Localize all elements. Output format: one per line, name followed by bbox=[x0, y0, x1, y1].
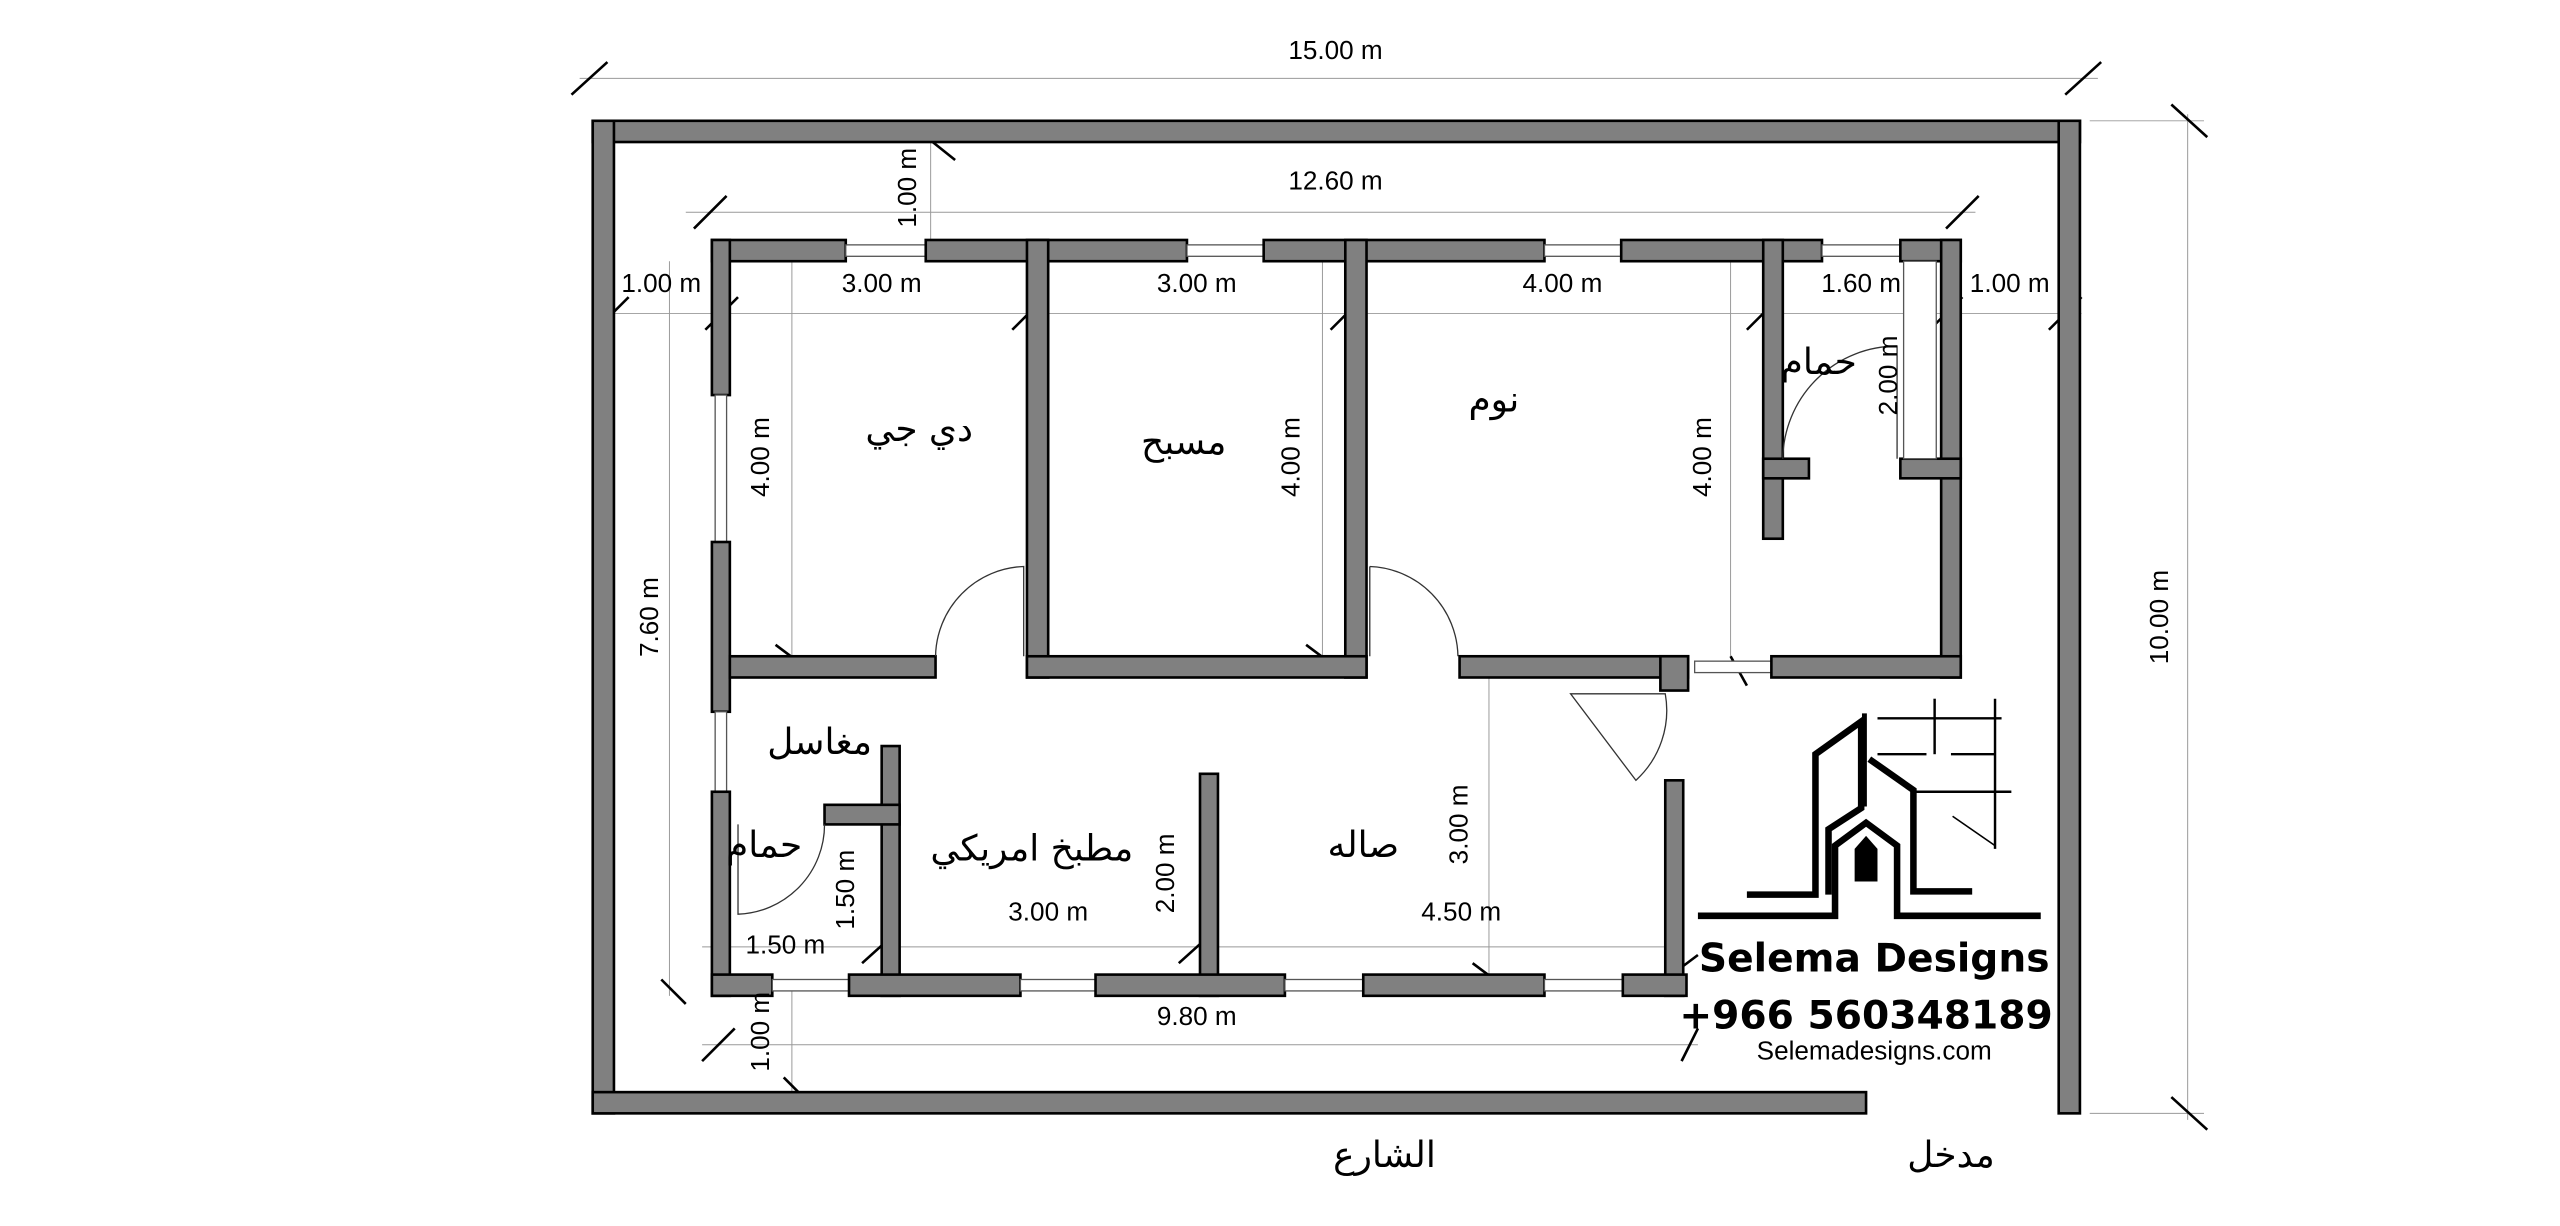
brand-logo: Selema Designs +966 560348189 Selemadesi… bbox=[1679, 698, 2053, 1065]
dim-room3-depth: 4.00 m bbox=[1687, 417, 1717, 497]
room-bedroom: نوم bbox=[1468, 379, 1519, 420]
dim-room1-width: 3.00 m bbox=[842, 268, 922, 298]
logo-door-icon bbox=[1854, 835, 1878, 882]
room-bath1: حمام bbox=[1781, 342, 1857, 383]
street-label: الشارع bbox=[1333, 1135, 1436, 1176]
dim-rear-setback: 1.00 m bbox=[745, 992, 775, 1072]
dim-overall-depth: 10.00 m bbox=[2144, 570, 2174, 664]
dim-hall-width: 4.50 m bbox=[1421, 897, 1501, 927]
dim-kitchen-depth: 2.00 m bbox=[1150, 833, 1180, 913]
entrance-label: مدخل bbox=[1907, 1135, 1994, 1176]
dim-room1-depth: 4.00 m bbox=[745, 417, 775, 497]
brand-phone: +966 560348189 bbox=[1679, 993, 2052, 1038]
dim-overall-width: 15.00 m bbox=[1288, 35, 1382, 65]
dim-room2-depth: 4.00 m bbox=[1276, 417, 1306, 497]
room-hall: صاله bbox=[1327, 825, 1399, 866]
room-pool: مسبح bbox=[1141, 422, 1226, 463]
dim-bath-width: 1.60 m bbox=[1821, 268, 1901, 298]
door-bedroom bbox=[1369, 565, 1459, 657]
room-sinks: مغاسل bbox=[767, 722, 872, 763]
dim-room2-width: 3.00 m bbox=[1157, 268, 1237, 298]
dim-front-setback: 1.00 m bbox=[892, 148, 922, 228]
dim-bath-depth: 2.00 m bbox=[1873, 336, 1903, 416]
dim-hall-depth: 3.00 m bbox=[1444, 784, 1474, 864]
door-dj bbox=[934, 565, 1025, 657]
room-dj: دي جي bbox=[865, 409, 973, 450]
door-bath1 bbox=[1782, 345, 1898, 459]
room-kitchen: مطبخ امريكي bbox=[930, 828, 1133, 869]
dim-house-depth: 7.60 m bbox=[634, 577, 664, 657]
room-bath2: حمام bbox=[726, 825, 802, 866]
logo-building-icon bbox=[1697, 698, 2041, 920]
dim-bath2-depth: 1.50 m bbox=[830, 850, 860, 930]
dim-kitchen-width: 3.00 m bbox=[1008, 897, 1088, 927]
dim-left-setback: 1.00 m bbox=[621, 268, 701, 298]
house-walls bbox=[710, 238, 1963, 998]
boundary-walls bbox=[591, 119, 2082, 1115]
dimension-labels: 15.00 m 12.60 m 1.00 m 1.00 m 3.00 m 3.0… bbox=[621, 35, 2174, 1072]
dim-bath2-width: 1.50 m bbox=[745, 929, 825, 959]
dim-house-width: 12.60 m bbox=[1288, 165, 1382, 195]
door-main bbox=[1569, 693, 1668, 782]
room-labels: دي جي مسبح نوم حمام مغاسل حمام مطبخ امري… bbox=[726, 342, 1995, 1176]
doors bbox=[737, 345, 1898, 915]
brand-website: Selemadesigns.com bbox=[1757, 1035, 1992, 1065]
dim-lower-width: 9.80 m bbox=[1157, 1001, 1237, 1031]
brand-name: Selema Designs bbox=[1699, 936, 2050, 981]
dim-right-setback: 1.00 m bbox=[1970, 268, 2050, 298]
dim-room3-width: 4.00 m bbox=[1523, 268, 1603, 298]
door-bath2 bbox=[737, 824, 826, 915]
